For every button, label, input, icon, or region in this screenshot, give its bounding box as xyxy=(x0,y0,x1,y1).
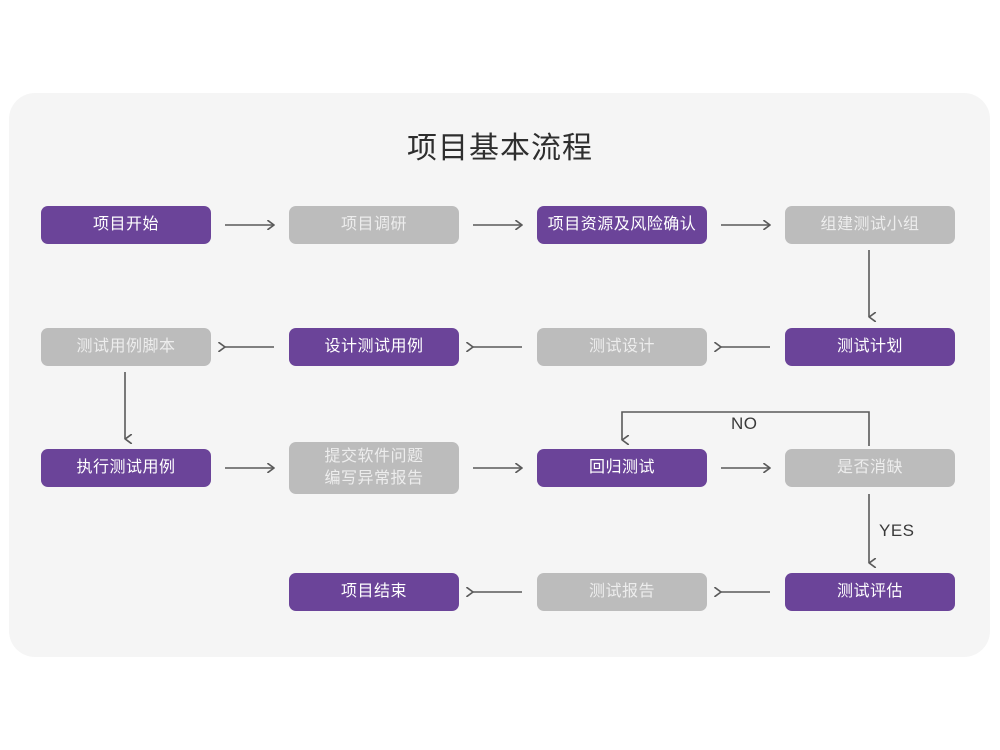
edge-label-no: NO xyxy=(731,414,758,433)
node-execute-test-case[interactable]: 执行测试用例 xyxy=(41,449,211,487)
node-test-case-script[interactable]: 测试用例脚本 xyxy=(41,328,211,366)
node-test-report[interactable]: 测试报告 xyxy=(537,573,707,611)
node-resource-risk-confirm[interactable]: 项目资源及风险确认 xyxy=(537,206,707,244)
node-test-evaluation[interactable]: 测试评估 xyxy=(785,573,955,611)
node-test-plan[interactable]: 测试计划 xyxy=(785,328,955,366)
node-regression-test[interactable]: 回归测试 xyxy=(537,449,707,487)
node-project-start[interactable]: 项目开始 xyxy=(41,206,211,244)
node-design-test-case[interactable]: 设计测试用例 xyxy=(289,328,459,366)
node-submit-defect-report[interactable]: 提交软件问题 编写异常报告 xyxy=(289,442,459,494)
node-project-research[interactable]: 项目调研 xyxy=(289,206,459,244)
node-build-test-team[interactable]: 组建测试小组 xyxy=(785,206,955,244)
node-project-end[interactable]: 项目结束 xyxy=(289,573,459,611)
flowchart-card xyxy=(9,93,990,657)
edge-label-yes: YES xyxy=(879,521,915,540)
node-defect-resolved-decision[interactable]: 是否消缺 xyxy=(785,449,955,487)
page-title: 项目基本流程 xyxy=(407,132,593,165)
node-test-design[interactable]: 测试设计 xyxy=(537,328,707,366)
